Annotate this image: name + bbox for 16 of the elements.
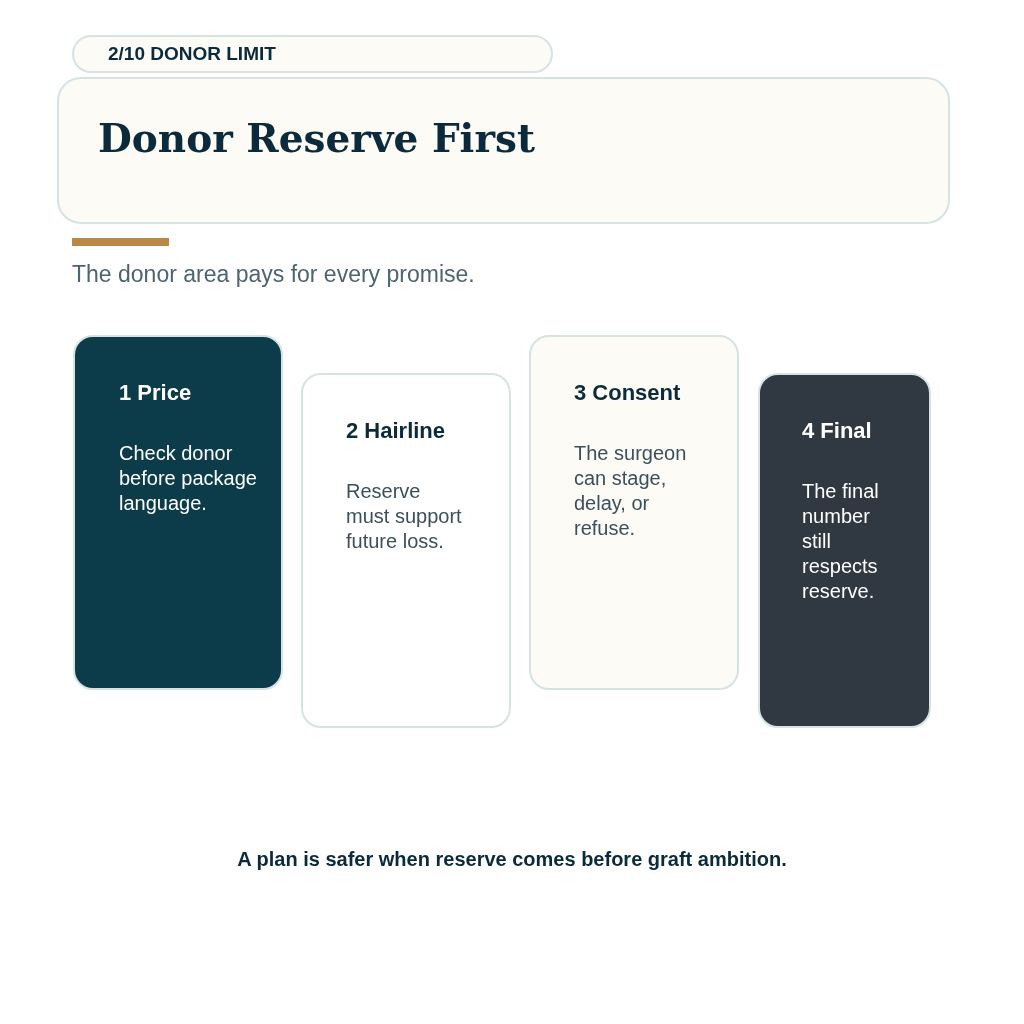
card-body: The final number still respects reserve. — [802, 479, 880, 604]
step-card — [529, 335, 739, 690]
card-body: Check donor before package language. — [119, 441, 258, 516]
subtitle: The donor area pays for every promise. — [72, 261, 475, 288]
card-heading: 3 Consent — [574, 380, 681, 406]
title: Donor Reserve First — [98, 115, 535, 161]
card-body: Reserve must support future loss. — [346, 479, 463, 554]
tag-pill: 2/10 DONOR LIMIT — [72, 35, 553, 73]
step-card — [301, 373, 511, 728]
card-body: The surgeon can stage, delay, or refuse. — [574, 441, 688, 541]
step-card — [73, 335, 283, 690]
step-card — [758, 373, 931, 728]
card-heading: 4 Final — [802, 418, 872, 444]
card-heading: 2 Hairline — [346, 418, 446, 444]
card-heading: 1 Price — [119, 380, 192, 406]
caption: A plan is safer when reserve comes before graft ambition. — [236, 848, 788, 871]
